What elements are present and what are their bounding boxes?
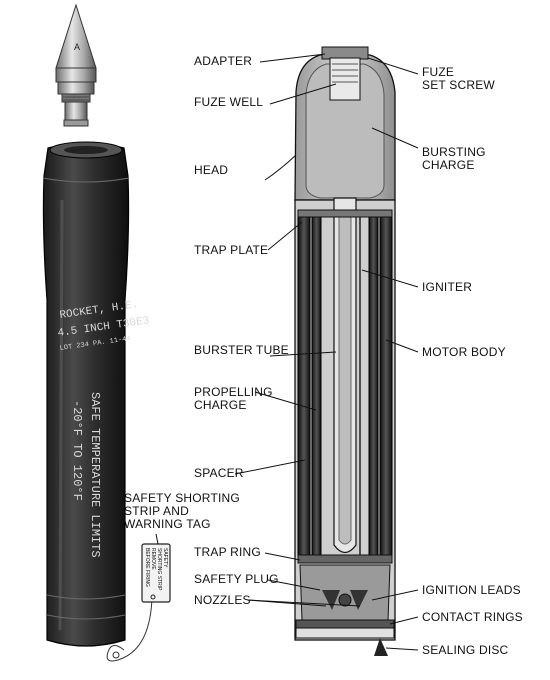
label-nozzles: NOZZLES	[194, 593, 251, 607]
label-bursting-charge: BURSTING CHARGE	[422, 145, 486, 172]
label-propelling-charge: PROPELLING CHARGE	[194, 385, 273, 412]
rocket-body	[42, 141, 130, 647]
rocket-cutaway	[294, 46, 396, 656]
label-contact-rings: CONTACT RINGS	[422, 610, 523, 624]
label-burster-tube: BURSTER TUBE	[194, 343, 289, 357]
marking-line-5: -20°F TO 120°F	[70, 400, 84, 501]
marking-line-4: SAFE TEMPERATURE LIMITS	[88, 392, 102, 558]
label-fuze-well: FUZE WELL	[194, 95, 264, 109]
tag-line-3: REMOVE	[150, 548, 156, 570]
svg-text:A: A	[74, 42, 80, 52]
label-ignition-leads: IGNITION LEADS	[422, 583, 521, 597]
label-fuze-set-screw: FUZE SET SCREW	[422, 65, 495, 92]
label-safety-shorting-strip: SAFETY SHORTING STRIP AND WARNING TAG	[124, 491, 240, 531]
label-safety-plug: SAFETY PLUG	[194, 572, 279, 586]
leader-lines	[155, 53, 419, 651]
safety-tag: SAFETY SHORTING STRIP REMOVE BEFORE FIRI…	[106, 543, 171, 662]
label-trap-ring: TRAP RING	[194, 545, 261, 559]
label-motor-body: MOTOR BODY	[422, 345, 506, 359]
tag-line-4: BEFORE FIRING	[144, 548, 150, 587]
label-sealing-disc: SEALING DISC	[422, 643, 509, 657]
label-igniter: IGNITER	[422, 280, 473, 294]
fuze-nose: A	[55, 3, 97, 127]
label-trap-plate: TRAP PLATE	[194, 243, 269, 257]
label-head: HEAD	[194, 163, 229, 177]
label-adapter: ADAPTER	[194, 54, 253, 68]
tag-line-2: SHORTING STRIP	[156, 548, 162, 591]
tag-line-1: SAFETY	[162, 548, 168, 568]
label-spacer: SPACER	[194, 466, 244, 480]
